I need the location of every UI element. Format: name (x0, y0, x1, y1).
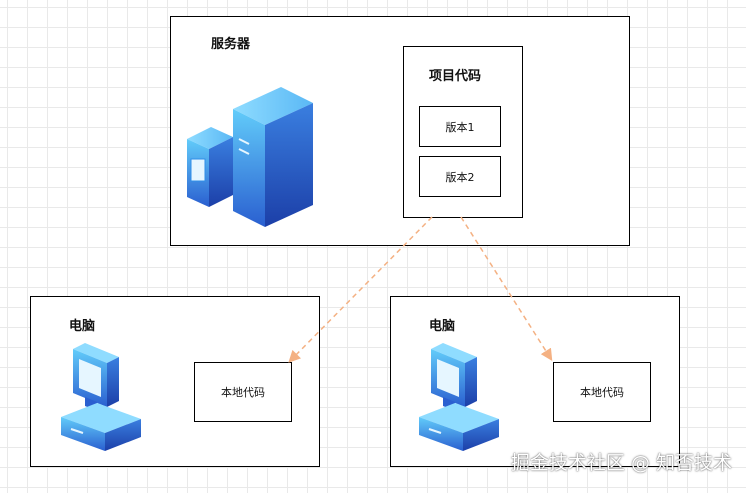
project-code-title: 项目代码 (429, 69, 482, 84)
sync-arrow-left (288, 216, 433, 363)
computer-title-left: 电脑 (69, 319, 96, 334)
computer-box-left: 电脑 本地代码 (30, 296, 320, 467)
local-code-box-left: 本地代码 (194, 362, 292, 422)
project-code-panel: 项目代码 版本1 版本2 (403, 46, 523, 218)
server-title: 服务器 (211, 37, 251, 52)
version-1-box: 版本1 (419, 106, 501, 147)
server-icon (187, 87, 313, 227)
computer-icon (419, 343, 499, 451)
local-code-box-right: 本地代码 (553, 362, 651, 422)
computer-box-right: 电脑 本地代码 (390, 296, 680, 467)
watermark: 掘金技术社区 @ 知否技术 (510, 452, 732, 474)
computer-icon (61, 343, 141, 451)
computer-title-right: 电脑 (429, 319, 456, 334)
sync-arrow-right (460, 216, 553, 362)
version-2-box: 版本2 (419, 156, 501, 197)
server-box: 服务器 项目代码 版本1 (170, 16, 630, 246)
